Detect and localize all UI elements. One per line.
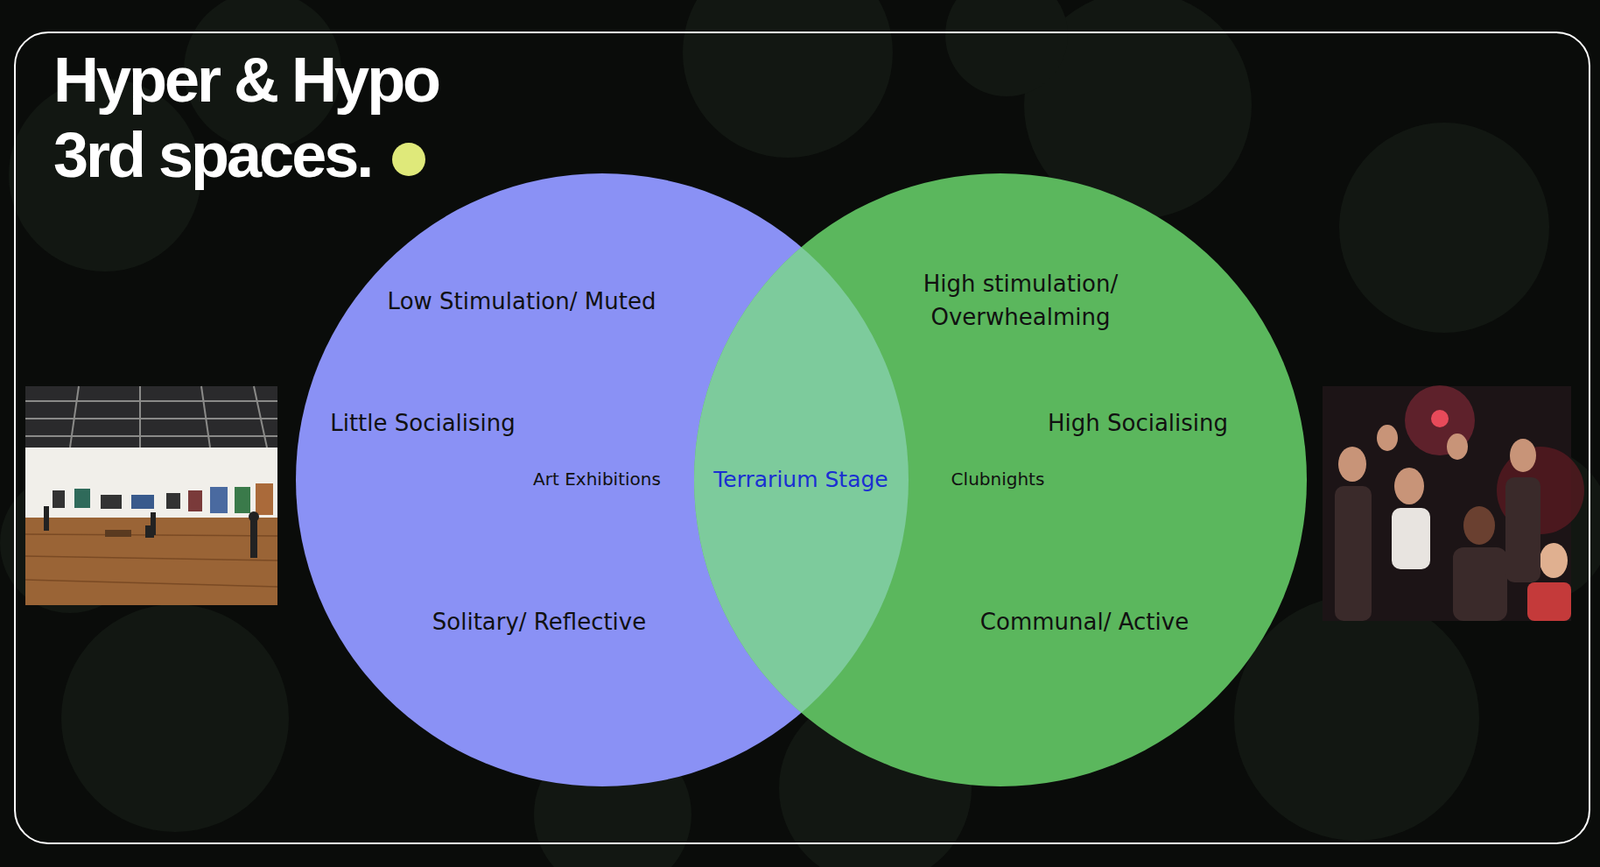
title: Hyper & Hypo 3rd spaces. — [53, 42, 544, 193]
circle-label: Art Exhibitions — [533, 468, 661, 490]
circle-label: High stimulation/ Overwhealming — [893, 267, 1148, 334]
circle-label: High Socialising — [1047, 409, 1229, 436]
overlap-label: Terrarium Stage — [713, 466, 888, 492]
circle-label: Solitary/ Reflective — [432, 608, 646, 635]
gallery-photo — [25, 385, 278, 605]
title-dot — [392, 142, 426, 176]
circle-label: Low Stimulation/ Muted — [387, 287, 657, 315]
circle-label: Little Socialising — [329, 409, 516, 436]
club-photo — [1322, 385, 1585, 621]
circle-label: Communal/ Active — [980, 608, 1189, 635]
circle-label: Clubnights — [951, 468, 1046, 490]
